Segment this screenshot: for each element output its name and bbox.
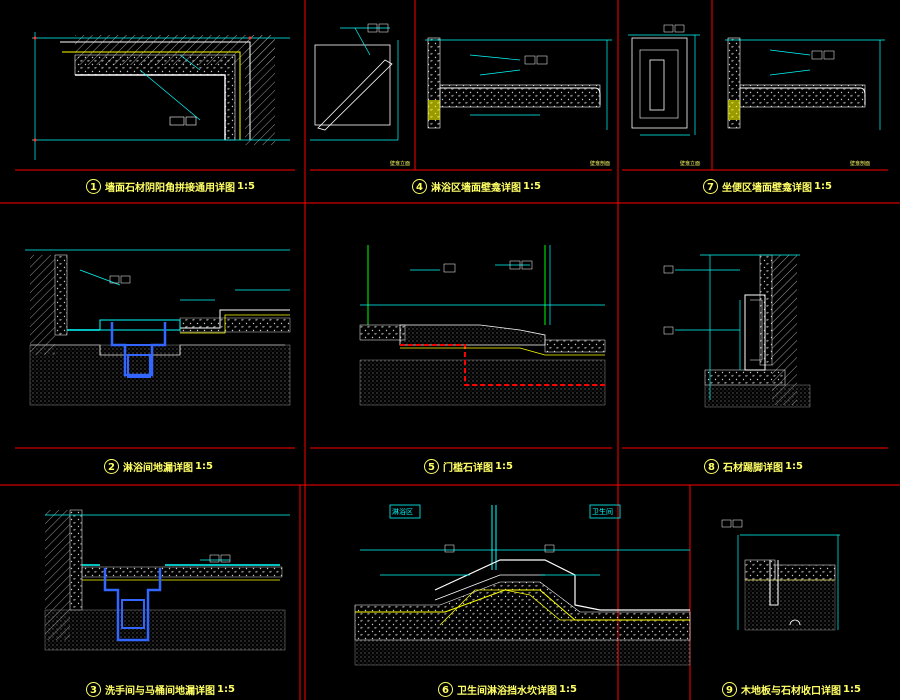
detail-scale: 1:5 [495, 460, 513, 472]
detail-scale: 1:5 [814, 180, 832, 192]
detail-caption-2: 2 淋浴间地漏详图 1:5 [104, 455, 213, 477]
detail-caption-8: 8 石材踢脚详图 1:5 [704, 455, 803, 477]
detail-scale: 1:5 [785, 460, 803, 472]
detail-number-badge: 1 [86, 178, 101, 194]
detail-7-elevation [628, 24, 700, 136]
detail-title: 洗手间与马桶间地漏详图 [105, 685, 215, 697]
detail-title: 卫生间淋浴挡水坎详图 [457, 685, 557, 697]
detail-caption-5: 5 门槛石详图 1:5 [424, 455, 513, 477]
detail-caption-9: 9 木地板与石材收口详图 1:5 [722, 678, 861, 700]
detail-1-drawing [32, 32, 290, 160]
detail-number-badge: 4 [412, 178, 427, 194]
detail-number-badge: 5 [424, 458, 439, 474]
detail-4-section [425, 37, 612, 130]
zone-label-bathroom: 卫生间 [592, 508, 613, 516]
detail-3-drawing [44, 509, 290, 651]
detail-caption-6: 6 卫生间淋浴挡水坎详图 1:5 [438, 678, 577, 700]
detail-7-section [725, 37, 885, 130]
detail-caption-1: 1 墙面石材阴阳角拼接通用详图 1:5 [86, 175, 255, 197]
detail-title: 木地板与石材收口详图 [741, 685, 841, 697]
subview-caption-7-section: 壁龛剖面 [850, 161, 871, 167]
subview-caption-4-section: 壁龛剖面 [590, 161, 611, 167]
detail-title: 石材踢脚详图 [723, 462, 783, 474]
subview-caption-7-elevation: 壁龛立面 [680, 161, 701, 167]
detail-9-drawing [721, 519, 840, 631]
detail-number-badge: 7 [703, 178, 718, 194]
detail-title: 淋浴间地漏详图 [123, 462, 193, 474]
subview-caption-4-elevation: 壁龛立面 [390, 161, 411, 167]
detail-caption-3: 3 洗手间与马桶间地漏详图 1:5 [86, 678, 235, 700]
detail-number-badge: 2 [104, 458, 119, 474]
detail-6-drawing [354, 504, 691, 666]
detail-title: 淋浴区墙面壁龛详图 [431, 182, 521, 194]
detail-scale: 1:5 [843, 683, 861, 695]
detail-8-drawing [663, 254, 811, 408]
detail-scale: 1:5 [559, 683, 577, 695]
detail-number-badge: 3 [86, 681, 101, 697]
detail-scale: 1:5 [237, 180, 255, 192]
detail-5-drawing [359, 245, 606, 406]
detail-4-elevation [310, 23, 399, 141]
detail-2-drawing [25, 249, 291, 406]
detail-scale: 1:5 [195, 460, 213, 472]
detail-scale: 1:5 [523, 180, 541, 192]
detail-number-badge: 6 [438, 681, 453, 697]
detail-caption-7: 7 坐便区墙面壁龛详图 1:5 [703, 175, 832, 197]
detail-number-badge: 8 [704, 458, 719, 474]
detail-scale: 1:5 [217, 683, 235, 695]
detail-title: 墙面石材阴阳角拼接通用详图 [105, 182, 235, 194]
detail-title: 门槛石详图 [443, 462, 493, 474]
detail-caption-4: 4 淋浴区墙面壁龛详图 1:5 [412, 175, 541, 197]
detail-number-badge: 9 [722, 681, 737, 697]
zone-label-shower: 淋浴区 [392, 508, 413, 516]
detail-title: 坐便区墙面壁龛详图 [722, 182, 812, 194]
